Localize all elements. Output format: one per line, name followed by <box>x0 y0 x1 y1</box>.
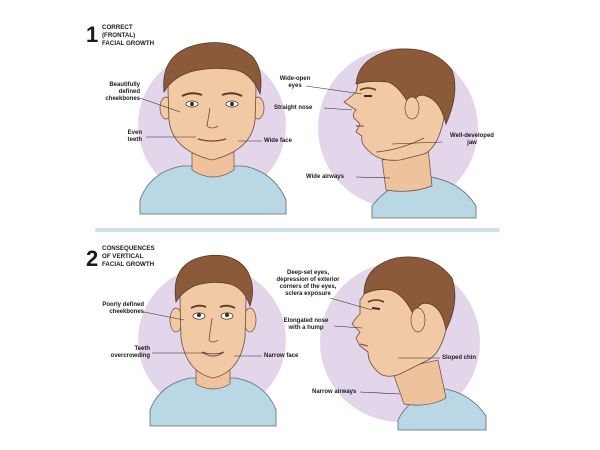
label-airways-vertical: Narrow airways <box>312 389 357 395</box>
label-cheekbones-vertical: Poorly defined cheekbones <box>102 302 144 315</box>
label-airways-correct: Wide airways <box>306 174 344 180</box>
section-number-1: 1 <box>86 22 99 47</box>
label-cheekbones-correct: Beautifully defined cheekbones <box>105 82 140 102</box>
profile-face-vertical <box>320 256 487 431</box>
label-nose-correct: Straight nose <box>274 105 313 111</box>
section-divider <box>95 228 500 232</box>
label-eyes-vertical: Deep-set eyes, depression of exterior co… <box>276 270 340 297</box>
front-face-vertical <box>138 254 286 427</box>
section-number-2: 2 <box>86 246 99 271</box>
section-heading-1: CORRECT (FRONTAL) FACIAL GROWTH <box>102 24 155 47</box>
label-face-correct: Wide face <box>264 138 292 144</box>
pointer-lines-2 <box>143 297 440 395</box>
label-chin-vertical: Sloped chin <box>442 355 477 361</box>
label-teeth-correct: Even teeth <box>127 130 142 143</box>
front-face-correct <box>138 42 287 215</box>
label-eyes-correct: Wide-open eyes <box>279 76 311 89</box>
label-teeth-vertical: Teeth overcrowding <box>110 346 150 359</box>
profile-face-correct <box>318 48 478 219</box>
section-heading-2: CONSEQUENCES OF VERTICAL FACIAL GROWTH <box>102 245 155 268</box>
label-jaw-correct: Well-developed jaw <box>450 133 494 146</box>
label-face-vertical: Narrow face <box>264 353 299 359</box>
label-nose-vertical: Elongated nose with a hump <box>283 318 329 331</box>
pointer-lines-1 <box>139 85 443 179</box>
